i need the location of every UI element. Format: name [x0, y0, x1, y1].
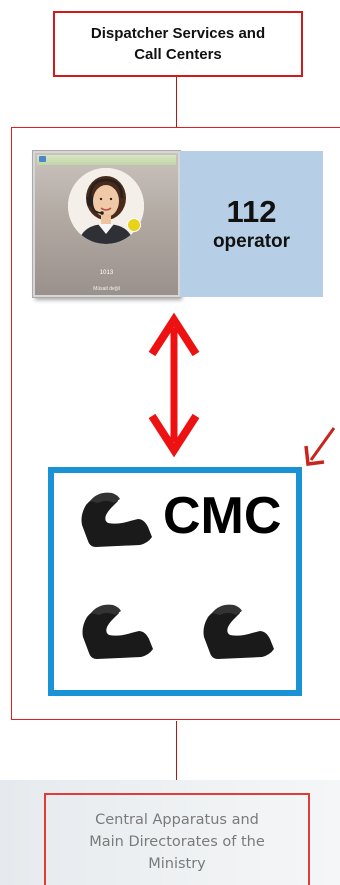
card-status-text: Müsait değil: [35, 286, 178, 292]
phone-icon: [78, 491, 156, 549]
pointer-arrow-icon: [300, 422, 340, 470]
operator-label: operator: [213, 230, 290, 254]
card-app-icon: [39, 156, 46, 162]
operator-avatar: [68, 168, 144, 244]
operator-number: 112: [226, 194, 276, 230]
dispatcher-services-box: Dispatcher Services and Call Centers: [53, 11, 303, 77]
dispatcher-services-label: Dispatcher Services and Call Centers: [91, 23, 265, 65]
operator-headset-icon: [68, 168, 144, 244]
phone-icon: [200, 603, 278, 661]
availability-indicator-icon: [127, 218, 141, 232]
top-connector-line: [176, 77, 177, 127]
operator-card: 1013 Müsait değil: [33, 151, 180, 297]
central-apparatus-label: Central Apparatus and Main Directorates …: [89, 809, 265, 875]
phone-icon: [79, 603, 157, 661]
central-apparatus-box: Central Apparatus and Main Directorates …: [44, 793, 310, 885]
operator-label-panel: 112 operator: [180, 151, 323, 297]
bidirectional-arrow-icon: [138, 308, 210, 462]
card-title-bar: [37, 155, 176, 165]
card-extension-number: 1013: [35, 270, 178, 276]
cmc-label: CMC: [163, 486, 281, 546]
